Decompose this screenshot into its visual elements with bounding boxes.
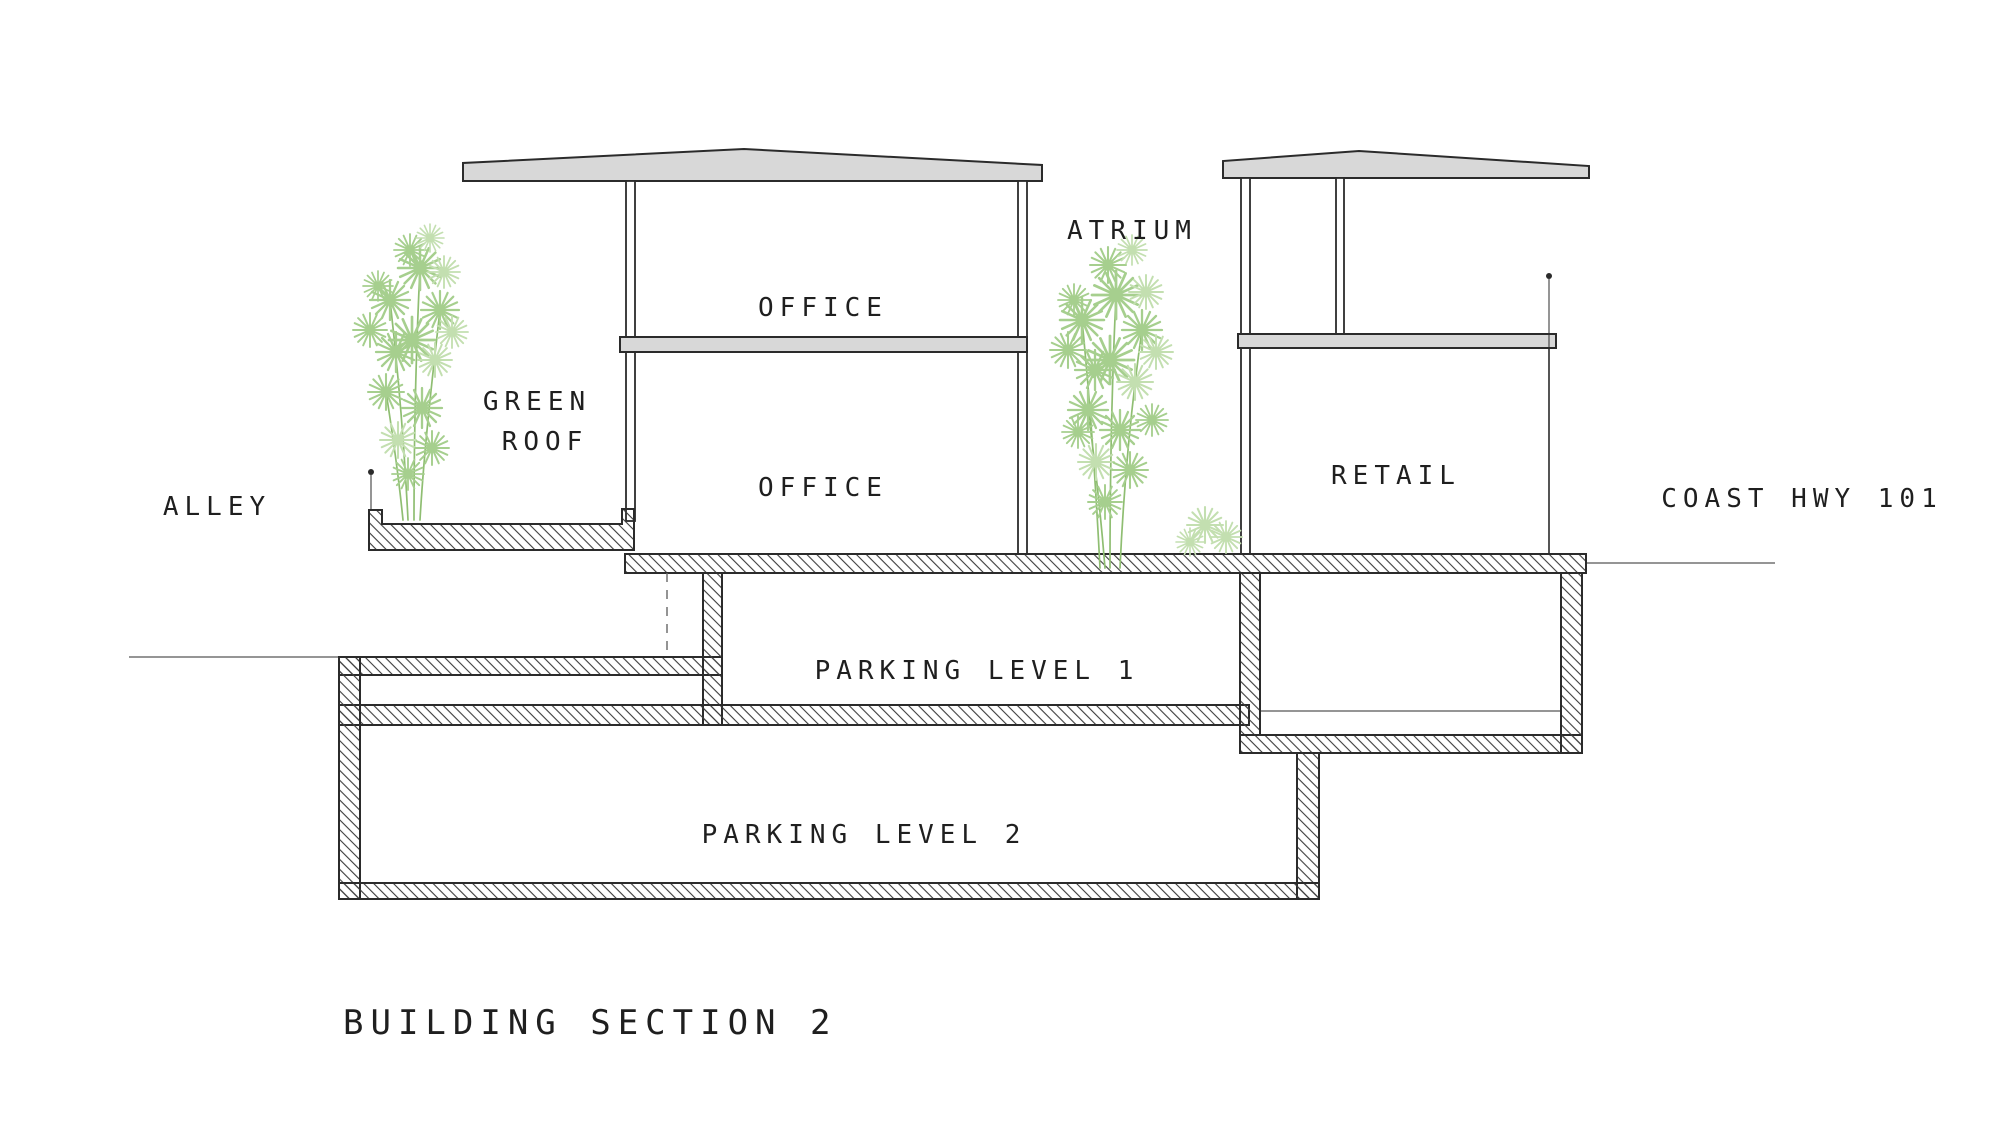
parking-outer-west-wall: [338, 656, 361, 900]
dock-west-wall: [1239, 572, 1261, 736]
parking2-floor-slab: [338, 882, 1320, 900]
green-roof-tree-icon: [352, 223, 469, 521]
alley-label: ALLEY: [163, 492, 271, 522]
retail-roof-slab: [1237, 333, 1557, 349]
shrub-icon: [1175, 505, 1243, 557]
left-building: [462, 147, 1043, 555]
green-roof-label-line2: ROOF: [502, 427, 589, 457]
atrium-inner-wall: [1335, 177, 1345, 335]
office-floor-slab: [619, 336, 1028, 353]
parking2-east-wall: [1296, 752, 1320, 900]
atrium-tree-icon: [1048, 234, 1174, 569]
parking1-floor-slab: [338, 704, 1250, 726]
ramp-roof-slab: [338, 656, 723, 676]
retail-label: RETAIL: [1331, 461, 1461, 491]
guardrail-post-cap: [1546, 273, 1552, 279]
ground-floor-slab: [624, 553, 1587, 574]
parking-level-1-label: PARKING LEVEL 1: [815, 656, 1140, 686]
atrium-label: ATRIUM: [1067, 216, 1197, 246]
coast-highway-label: COAST HWY 101: [1661, 484, 1943, 514]
alley-edge-post-cap: [368, 469, 374, 475]
alley-slab: [368, 508, 635, 551]
parking-level-2-label: PARKING LEVEL 2: [702, 820, 1027, 850]
left-roof-slab: [462, 147, 1043, 182]
parking1-west-wall: [702, 572, 723, 726]
dock-floor-slab: [1239, 734, 1583, 754]
dock-east-wall: [1560, 572, 1583, 754]
right-building-west-wall: [1240, 177, 1251, 555]
parking-structure: [338, 572, 1583, 900]
right-building: [1222, 149, 1590, 555]
green-roof-label-line1: GREEN: [483, 387, 591, 417]
office-lower-label: OFFICE: [758, 473, 888, 503]
left-building-east-wall: [1017, 180, 1028, 555]
office-upper-label: OFFICE: [758, 293, 888, 323]
drawing-title: BUILDING SECTION 2: [343, 1003, 837, 1043]
right-roof-slab: [1222, 149, 1590, 179]
